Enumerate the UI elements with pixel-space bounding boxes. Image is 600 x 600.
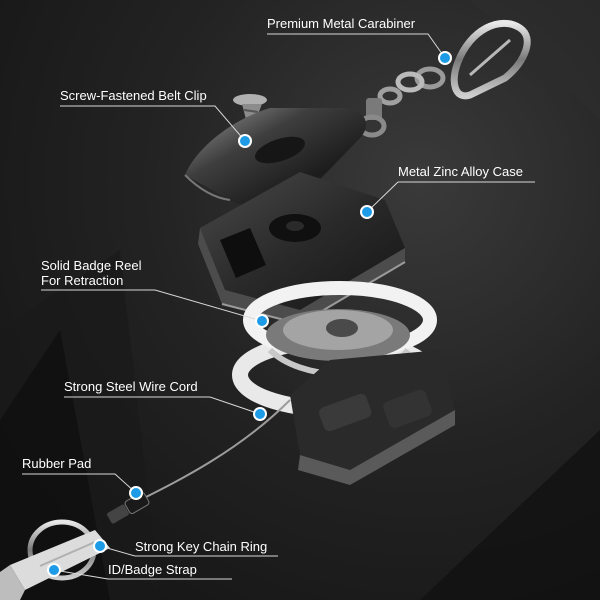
marker-rubber-pad bbox=[129, 486, 143, 500]
marker-case bbox=[360, 205, 374, 219]
wire-cord-part bbox=[139, 399, 291, 501]
callout-badge-reel: Solid Badge Reel For Retraction bbox=[41, 258, 141, 288]
case-top-part bbox=[198, 172, 406, 326]
leader-lines bbox=[22, 33, 535, 580]
belt-clip-part bbox=[184, 108, 367, 210]
badge-strap-part bbox=[0, 530, 110, 600]
callout-rubber-pad: Rubber Pad bbox=[22, 456, 92, 471]
marker-badge-reel bbox=[255, 314, 269, 328]
marker-belt-clip bbox=[238, 134, 252, 148]
callout-badge-reel-line1: Solid Badge Reel bbox=[41, 258, 142, 273]
case-bottom-part bbox=[290, 350, 455, 485]
callout-wire-cord: Strong Steel Wire Cord bbox=[64, 379, 198, 394]
marker-wire-cord bbox=[253, 407, 267, 421]
callout-markers bbox=[47, 51, 452, 577]
callout-strap: ID/Badge Strap bbox=[108, 562, 197, 577]
callout-case: Metal Zinc Alloy Case bbox=[398, 164, 523, 179]
carabiner-part bbox=[357, 19, 531, 138]
marker-strap bbox=[47, 563, 61, 577]
callout-key-ring: Strong Key Chain Ring bbox=[135, 539, 268, 554]
callout-carabiner: Premium Metal Carabiner bbox=[267, 16, 416, 31]
callout-badge-reel-line2: For Retraction bbox=[41, 273, 124, 288]
callout-belt-clip: Screw-Fastened Belt Clip bbox=[60, 88, 207, 103]
marker-carabiner bbox=[438, 51, 452, 65]
marker-key-ring bbox=[93, 539, 107, 553]
